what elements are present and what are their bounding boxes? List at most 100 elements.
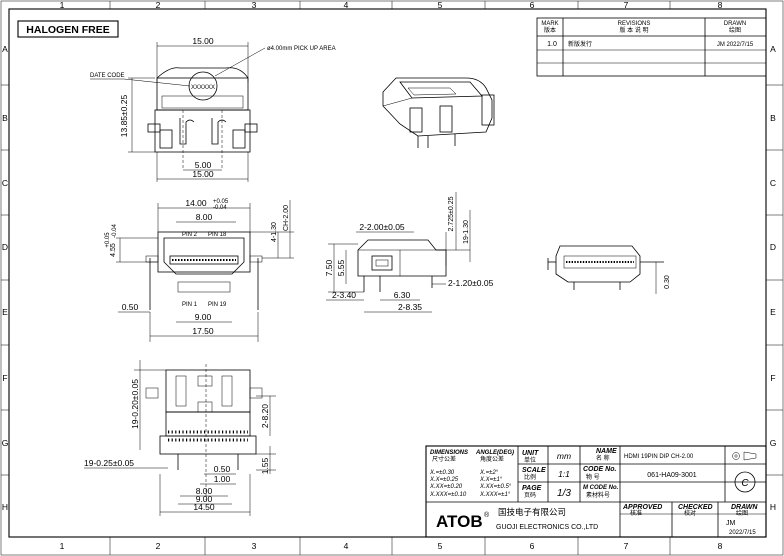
title-block: DIMENSIONS 尺寸公差 ANGLE(DEG) 角度公差 X.=±0.30… xyxy=(425,445,767,538)
col-label: 8 xyxy=(718,0,723,10)
angle-tol-4: X.XXX=±1° xyxy=(479,492,511,498)
side-dim-right-1: 2.725±0.25 xyxy=(448,196,455,231)
row-labels-right: A B C D E F G H xyxy=(770,44,777,512)
revision-block: MARK 版本 REVISIONS 版 本 说 明 DRAWN 绘图 1.0 新… xyxy=(536,17,767,77)
column-labels-top: 1 2 3 4 5 6 7 8 xyxy=(60,0,723,10)
bottom-pin-dim: 19-0.20±0.05 xyxy=(130,379,140,429)
bottom-pad-dim: 2-8.20 xyxy=(260,404,270,428)
approved-cn: 核准 xyxy=(630,509,642,517)
side-dim-w2: 2-3.40 xyxy=(332,290,356,300)
halogen-free-badge: HALOGEN FREE xyxy=(17,20,119,38)
row-label: D xyxy=(770,242,776,252)
mcode-cn: 素材料号 xyxy=(586,491,610,499)
row-labels-left: A B C D E F G H xyxy=(2,44,9,512)
front-left-offset: 0.50 xyxy=(122,302,139,312)
col-label: 5 xyxy=(438,0,443,10)
unit-label: UNIT xyxy=(522,450,539,457)
bottom-d800: 8.00 xyxy=(196,486,213,496)
drawn-label: DRAWN xyxy=(724,21,746,27)
tolerance-2: X.X=±0.25 xyxy=(429,477,459,483)
row-label: A xyxy=(770,44,776,54)
front-right-dim-2: CH-2.00 xyxy=(283,205,290,231)
revision-desc: 新版发行 xyxy=(568,40,592,48)
front-top-tol-plus: +0.05 xyxy=(213,199,229,205)
page-cn: 页码 xyxy=(524,491,536,499)
side-dim-w3: 2-8.35 xyxy=(398,302,422,312)
bottom-d1450: 14.50 xyxy=(193,502,215,512)
bottom-d100: 1.00 xyxy=(214,474,231,484)
col-label: 5 xyxy=(438,541,443,551)
drawn-cn: 绘图 xyxy=(736,509,748,517)
name-label: NAME xyxy=(596,448,617,455)
checked-label: CHECKED xyxy=(678,504,713,511)
row-label: C xyxy=(2,178,8,188)
bottom-d050: 0.50 xyxy=(214,464,231,474)
drawn-label-cn: 绘图 xyxy=(729,26,741,34)
col-label: 8 xyxy=(718,541,723,551)
name-cn: 名 称 xyxy=(596,454,610,462)
dimensions-label: DIMENSIONS xyxy=(430,450,468,456)
pick-up-area-label: ø4.00mm PICK UP AREA xyxy=(267,46,336,52)
side-dim-h1: 7.50 xyxy=(324,259,334,276)
name-value: HDMI 19PIN DIP CH-2.00 xyxy=(624,454,694,460)
tolerance-1: X.=±0.30 xyxy=(429,470,455,476)
code-value: 061-HA09-3001 xyxy=(647,472,697,479)
scale-label: SCALE xyxy=(522,467,546,474)
end-view-dim: 0.30 xyxy=(664,275,671,289)
c-mark-circle xyxy=(734,471,756,493)
front-right-dim-1: 4-1.30 xyxy=(271,222,278,242)
date-code-label: DATE CODE xyxy=(90,73,125,79)
mcode-label: M CODE No. xyxy=(583,485,619,491)
col-label: 2 xyxy=(156,541,161,551)
halogen-free-text: HALOGEN FREE xyxy=(26,24,109,36)
angle-cn: 角度公差 xyxy=(480,455,504,463)
row-label: G xyxy=(2,438,9,448)
row-label: H xyxy=(770,502,776,512)
page-value: 1/3 xyxy=(557,488,571,499)
row-label: H xyxy=(2,502,8,512)
row-label: E xyxy=(2,307,8,317)
code-cn: 物 号 xyxy=(586,473,600,481)
projection-symbol-icon xyxy=(732,451,757,461)
col-label: 4 xyxy=(344,541,349,551)
angle-label: ANGLE(DEG) xyxy=(475,450,514,456)
pitch-dim: 5.00 xyxy=(195,160,212,170)
company-name-en: GUOJI ELECTRONICS CO.,LTD xyxy=(496,524,598,531)
bottom-width-dim: 15.00 xyxy=(192,169,214,179)
col-label: 4 xyxy=(344,0,349,10)
row-label: G xyxy=(770,438,777,448)
front-top-width: 14.00 xyxy=(185,198,207,208)
mark-label: MARK xyxy=(541,21,558,27)
column-labels-bottom: 1 2 3 4 5 6 7 8 xyxy=(60,541,723,551)
mark-label-cn: 版本 xyxy=(544,26,556,34)
atob-logo: ATOB xyxy=(436,512,483,531)
pin1-label: PIN 1 xyxy=(182,302,198,308)
drawn-date: 2022/7/15 xyxy=(729,530,756,536)
revisions-label-cn: 版 本 说 明 xyxy=(619,26,648,34)
company-name-cn: 国技电子有限公司 xyxy=(498,507,566,517)
scale-cn: 比例 xyxy=(524,473,536,481)
top-height-dim: 13.85±0.25 xyxy=(119,94,129,137)
row-label: B xyxy=(770,113,776,123)
row-label: A xyxy=(2,44,8,54)
row-label: F xyxy=(2,373,7,383)
row-label: B xyxy=(2,113,8,123)
front-left-tol-plus: +0.05 xyxy=(105,232,111,248)
front-left-height: 4.55 xyxy=(110,243,117,257)
code-label: CODE No. xyxy=(583,466,617,473)
col-label: 2 xyxy=(156,0,161,10)
isometric-view xyxy=(382,77,495,148)
unit-cn: 单位 xyxy=(524,456,536,464)
revision-drawn: JM 2022/7/15 xyxy=(717,42,754,48)
bottom-pad-width: 19-0.25±0.05 xyxy=(84,458,134,468)
row-label: D xyxy=(2,242,8,252)
col-label: 7 xyxy=(624,541,629,551)
col-label: 3 xyxy=(252,0,257,10)
row-label: C xyxy=(770,178,776,188)
angle-tol-1: X.=±2° xyxy=(479,470,499,476)
col-label: 1 xyxy=(60,0,65,10)
end-view: 0.30 xyxy=(547,245,671,294)
top-view: 15.00 ø4.00mm PICK UP AREA DATE CODE XXX… xyxy=(90,36,336,182)
angle-tol-2: X.X=±1° xyxy=(479,477,503,483)
